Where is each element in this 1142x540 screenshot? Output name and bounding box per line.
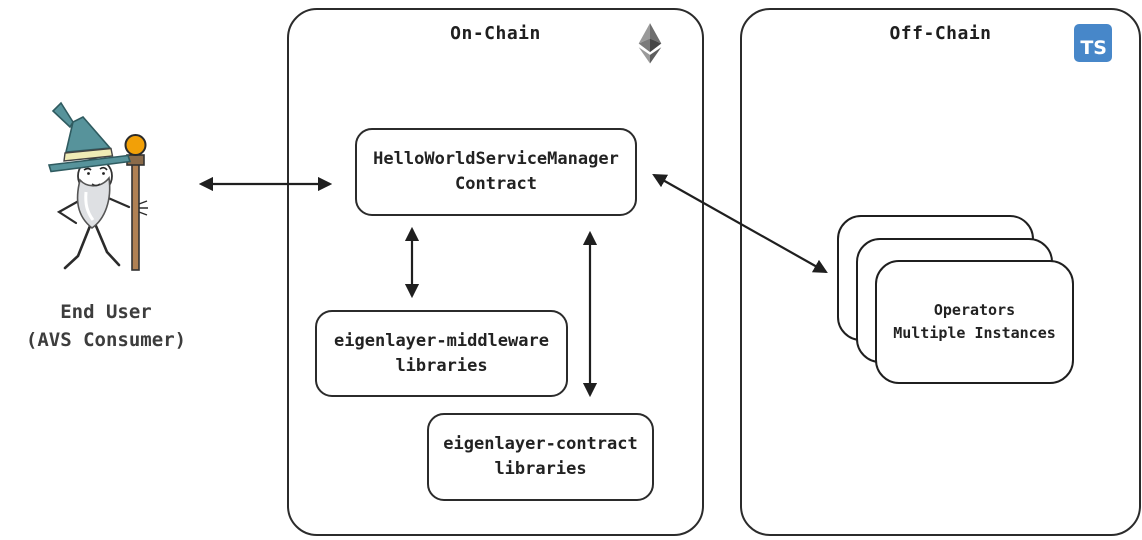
middleware-libraries-box: eigenlayer-middleware libraries [315,310,568,397]
wizard-leg-left [63,224,92,270]
hat-tip [51,101,74,129]
operator-instance-box-front: Operators Multiple Instances [875,260,1074,384]
contract-libraries-label: eigenlayer-contract libraries [443,434,638,479]
beard-highlight [84,191,95,221]
staff-orb [124,134,147,156]
wizard-icon [47,101,148,271]
wizard-smile [91,183,101,187]
operators-label: Operators Multiple Instances [893,300,1056,342]
service-manager-label: HelloWorldServiceManager Contract [373,149,619,194]
middleware-libraries-label: eigenlayer-middleware libraries [334,330,549,376]
hat-band [63,147,114,162]
off-chain-title: Off-Chain [889,23,992,44]
staff [131,163,140,271]
wizard-brow-right [99,166,108,171]
typescript-icon: TS [1074,24,1112,62]
typescript-icon-text: TS [1080,37,1107,59]
hat-brim [47,154,132,173]
wizard-eye-left [87,172,90,175]
contract-libraries-box: eigenlayer-contract libraries [427,413,654,501]
on-chain-title: On-Chain [450,23,541,44]
end-user-label: End User (AVS Consumer) [25,301,187,351]
wizard-brow-left [83,167,92,171]
service-manager-box: HelloWorldServiceManager Contract [355,128,637,216]
ethereum-icon [638,23,662,64]
wizard-arm-right [104,195,131,209]
wizard-arm-left [56,196,86,225]
wizard-eye-right [102,172,105,175]
wizard-leg-right [94,224,121,267]
wizard-hand [138,200,148,216]
